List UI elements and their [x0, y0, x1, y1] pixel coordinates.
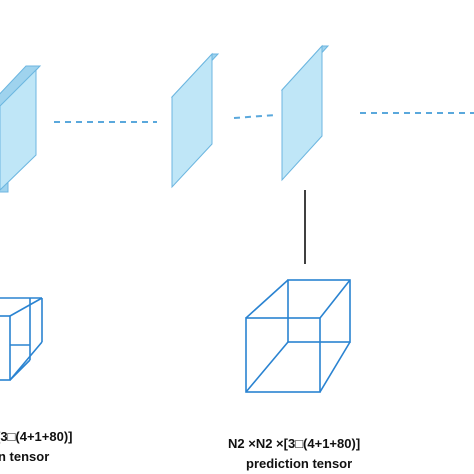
dashed-connector-2 [233, 114, 277, 119]
feature-layer-right-front [281, 44, 323, 182]
left-tensor-caption: n tensor [0, 449, 50, 464]
feature-layer-middle-front [171, 52, 213, 189]
feature-layer-right [280, 44, 330, 182]
prediction-tensor-cube-left [0, 297, 43, 381]
feature-layer-left-front [0, 68, 37, 191]
left-tensor-shape-label: [3□(4+1+80)] [0, 429, 73, 444]
feature-layer-left [0, 65, 42, 193]
right-tensor-shape-label: N2 ×N2 ×[3□(4+1+80)] [228, 436, 361, 451]
prediction-tensor-cube-right [245, 279, 351, 393]
right-tensor-caption: prediction tensor [246, 456, 353, 471]
feature-layer-middle [170, 52, 220, 189]
